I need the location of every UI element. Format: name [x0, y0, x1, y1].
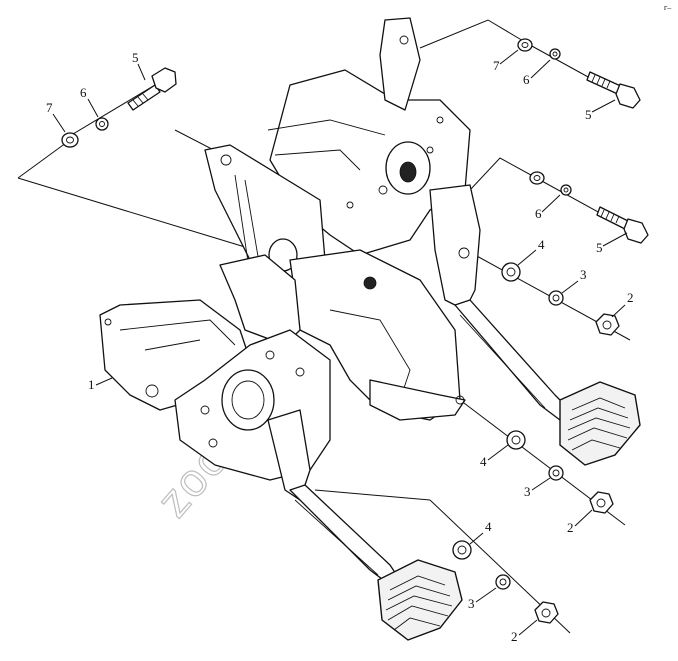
washer-4-middle	[506, 430, 526, 450]
washer-7-right	[529, 171, 545, 185]
callout-4-clutch: 4	[538, 237, 545, 252]
callout-2-middle: 2	[567, 520, 574, 535]
callout-3-middle: 3	[524, 484, 531, 499]
brake-pedal	[267, 409, 463, 641]
bolt-5-right	[596, 206, 649, 244]
callout-7-top-left: 7	[46, 100, 53, 115]
return-spring-bracket	[369, 379, 466, 421]
washer-4-bottom	[452, 540, 472, 560]
clutch-pedal-pad	[559, 381, 641, 466]
callout-4-middle: 4	[480, 454, 487, 469]
callout-6-top-right: 6	[523, 72, 530, 87]
callout-1: 1	[88, 377, 95, 392]
nut-2-bottom	[534, 601, 559, 624]
washer-7-top-right	[517, 38, 533, 52]
nut-2-middle	[589, 491, 614, 514]
corner-mark: г–	[664, 3, 672, 12]
callout-2-clutch: 2	[627, 290, 634, 305]
bushing-3-bottom	[495, 574, 511, 590]
spring-washer-6-top-right	[549, 48, 561, 60]
washer-4-clutch	[501, 262, 521, 282]
nut-2-clutch	[595, 313, 620, 336]
callout-2-bottom: 2	[511, 629, 518, 644]
bolt-5-top-left	[127, 67, 177, 111]
spring-washer-6-top-left	[95, 117, 109, 131]
callout-4-bottom: 4	[485, 519, 492, 534]
callout-5-top-left: 5	[132, 50, 139, 65]
callout-3-bottom: 3	[468, 596, 475, 611]
callout-5-right: 5	[596, 240, 603, 255]
callout-7-top-right: 7	[493, 58, 500, 73]
clutch-pedal	[429, 184, 641, 466]
washer-7-top-left	[61, 132, 79, 148]
bolt-5-top-right	[586, 71, 641, 109]
brake-pedal-pad	[377, 559, 463, 641]
bushing-3-middle	[548, 465, 564, 481]
bushing-3-clutch	[548, 290, 564, 306]
callout-6-right: 6	[535, 206, 542, 221]
callout-5-top-right: 5	[585, 107, 592, 122]
callout-3-clutch: 3	[580, 267, 587, 282]
callout-6-top-left: 6	[80, 85, 87, 100]
spring-washer-6-right	[560, 184, 572, 196]
callout-labels: 1 5 6 7 7 6 5 6 5 4 3 2 4 3 2 4 3 2	[46, 49, 634, 644]
